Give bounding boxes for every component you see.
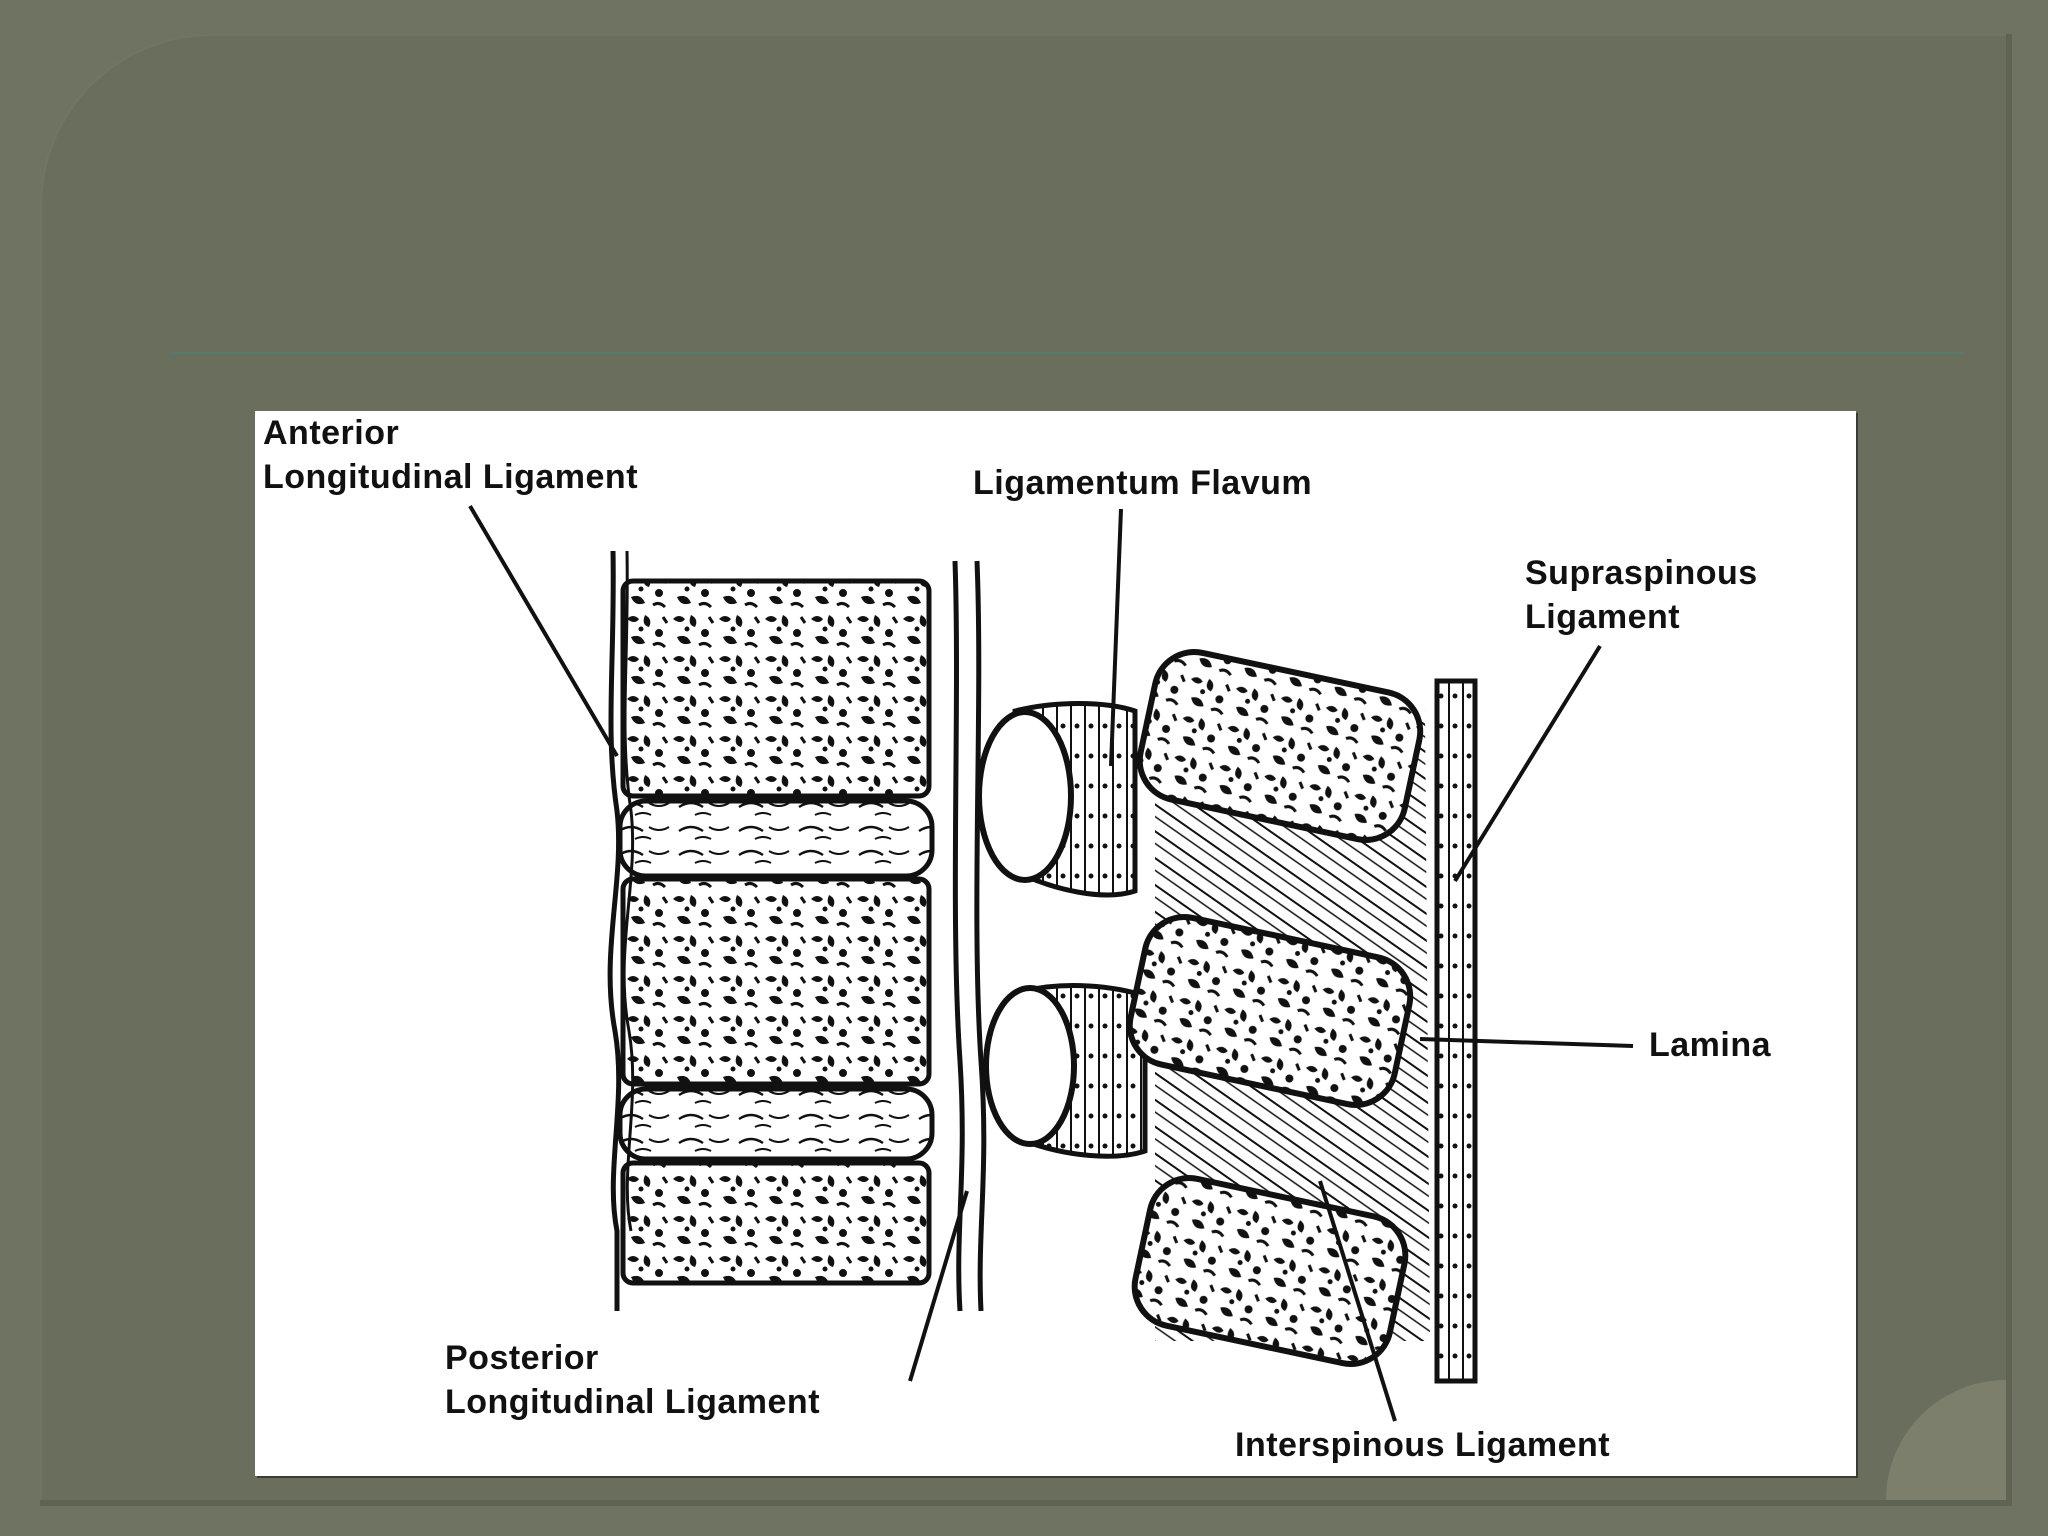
label-anterior-longitudinal-ligament: Anterior Longitudinal Ligament bbox=[263, 411, 638, 499]
facet-upper bbox=[976, 709, 1074, 883]
intervertebral-disc-lower bbox=[617, 1086, 935, 1162]
label-anterior-line2: Longitudinal Ligament bbox=[263, 458, 639, 496]
pointer-supraspinous bbox=[1453, 644, 1602, 883]
label-anterior-line1: Anterior bbox=[263, 414, 400, 452]
posterior-ligament-band-2 bbox=[974, 560, 987, 1312]
slide-corner-decoration bbox=[1886, 1380, 2006, 1500]
pointer-posterior bbox=[908, 1190, 969, 1382]
label-posterior-longitudinal-ligament: Posterior Longitudinal Ligament bbox=[445, 1336, 820, 1424]
anterior-ligament-band-inner bbox=[622, 550, 635, 1232]
pointer-flavum bbox=[1109, 508, 1123, 767]
vertebral-body-middle bbox=[620, 876, 932, 1087]
label-posterior-line1: Posterior bbox=[445, 1339, 599, 1377]
vertebral-body-lower bbox=[620, 1160, 932, 1286]
pointer-lamina bbox=[1419, 1037, 1634, 1048]
anterior-ligament-band bbox=[607, 550, 622, 1311]
spinous-process-middle bbox=[1126, 914, 1414, 1108]
pointer-interspinous bbox=[1318, 1180, 1397, 1422]
label-supraspinous-line1: Supraspinous bbox=[1525, 554, 1758, 592]
supraspinous-ligament-band bbox=[1434, 678, 1478, 1384]
posterior-ligament-band bbox=[952, 560, 965, 1312]
label-posterior-line2: Longitudinal Ligament bbox=[445, 1383, 821, 1421]
label-supraspinous-line2: Ligament bbox=[1525, 598, 1681, 636]
facet-lower bbox=[983, 985, 1077, 1147]
label-interspinous-ligament: Interspinous Ligament bbox=[1235, 1426, 1611, 1464]
intervertebral-disc-upper bbox=[617, 798, 935, 879]
spinous-process-upper bbox=[1136, 649, 1424, 843]
spine-illustration bbox=[468, 504, 1634, 1422]
vertebral-body-upper bbox=[620, 578, 932, 799]
pointer-anterior bbox=[468, 504, 619, 758]
label-supraspinous-ligament: Supraspinous Ligament bbox=[1525, 551, 1758, 639]
spine-ligament-diagram: Anterior Longitudinal Ligament Ligamentu… bbox=[255, 411, 1856, 1476]
label-ligamentum-flavum: Ligamentum Flavum bbox=[973, 464, 1313, 502]
spinous-process-lower bbox=[1131, 1175, 1409, 1367]
title-divider bbox=[170, 352, 1964, 354]
label-lamina: Lamina bbox=[1649, 1026, 1772, 1064]
